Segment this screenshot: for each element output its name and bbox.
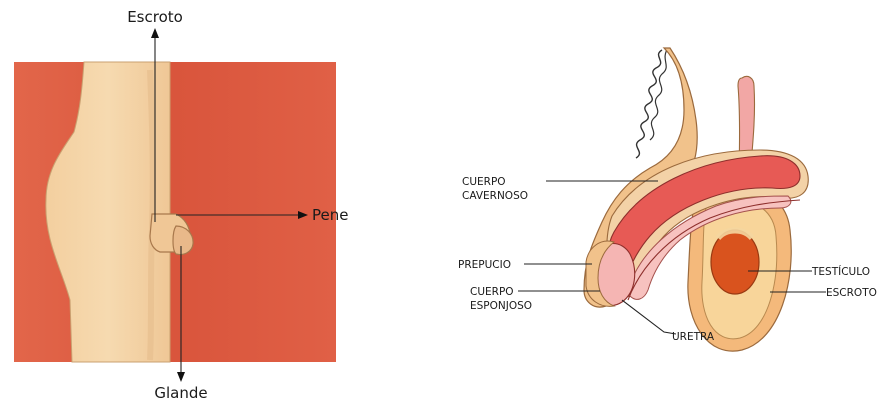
pubic-hair-2 — [650, 48, 668, 140]
prepucio-label: PREPUCIO — [458, 259, 511, 271]
uretra-label: URETRA — [672, 331, 715, 343]
cuerpo-cavernoso-label-line1: CUERPO — [462, 176, 506, 188]
escroto-label-right: ESCROTO — [826, 287, 877, 299]
pubic-hair — [636, 50, 662, 158]
right-figure: CUERPO CAVERNOSO PREPUCIO CUERPO ESPONJO… — [458, 48, 877, 351]
escroto-arrowhead — [151, 28, 159, 38]
glande-label: Glande — [154, 384, 207, 402]
cuerpo-esponjoso-label-line2: ESPONJOSO — [470, 300, 532, 312]
escroto-label: Escroto — [127, 8, 183, 26]
uretra-leader — [622, 300, 676, 334]
testiculo-label: TESTÍCULO — [811, 265, 870, 278]
left-figure: Escroto Pene Glande — [14, 8, 348, 402]
testicle — [711, 230, 759, 294]
cuerpo-esponjoso-label-line1: CUERPO — [470, 286, 514, 298]
pene-label: Pene — [312, 206, 348, 224]
glande-arrowhead — [177, 372, 185, 382]
cuerpo-cavernoso-label-line2: CAVERNOSO — [462, 190, 528, 202]
